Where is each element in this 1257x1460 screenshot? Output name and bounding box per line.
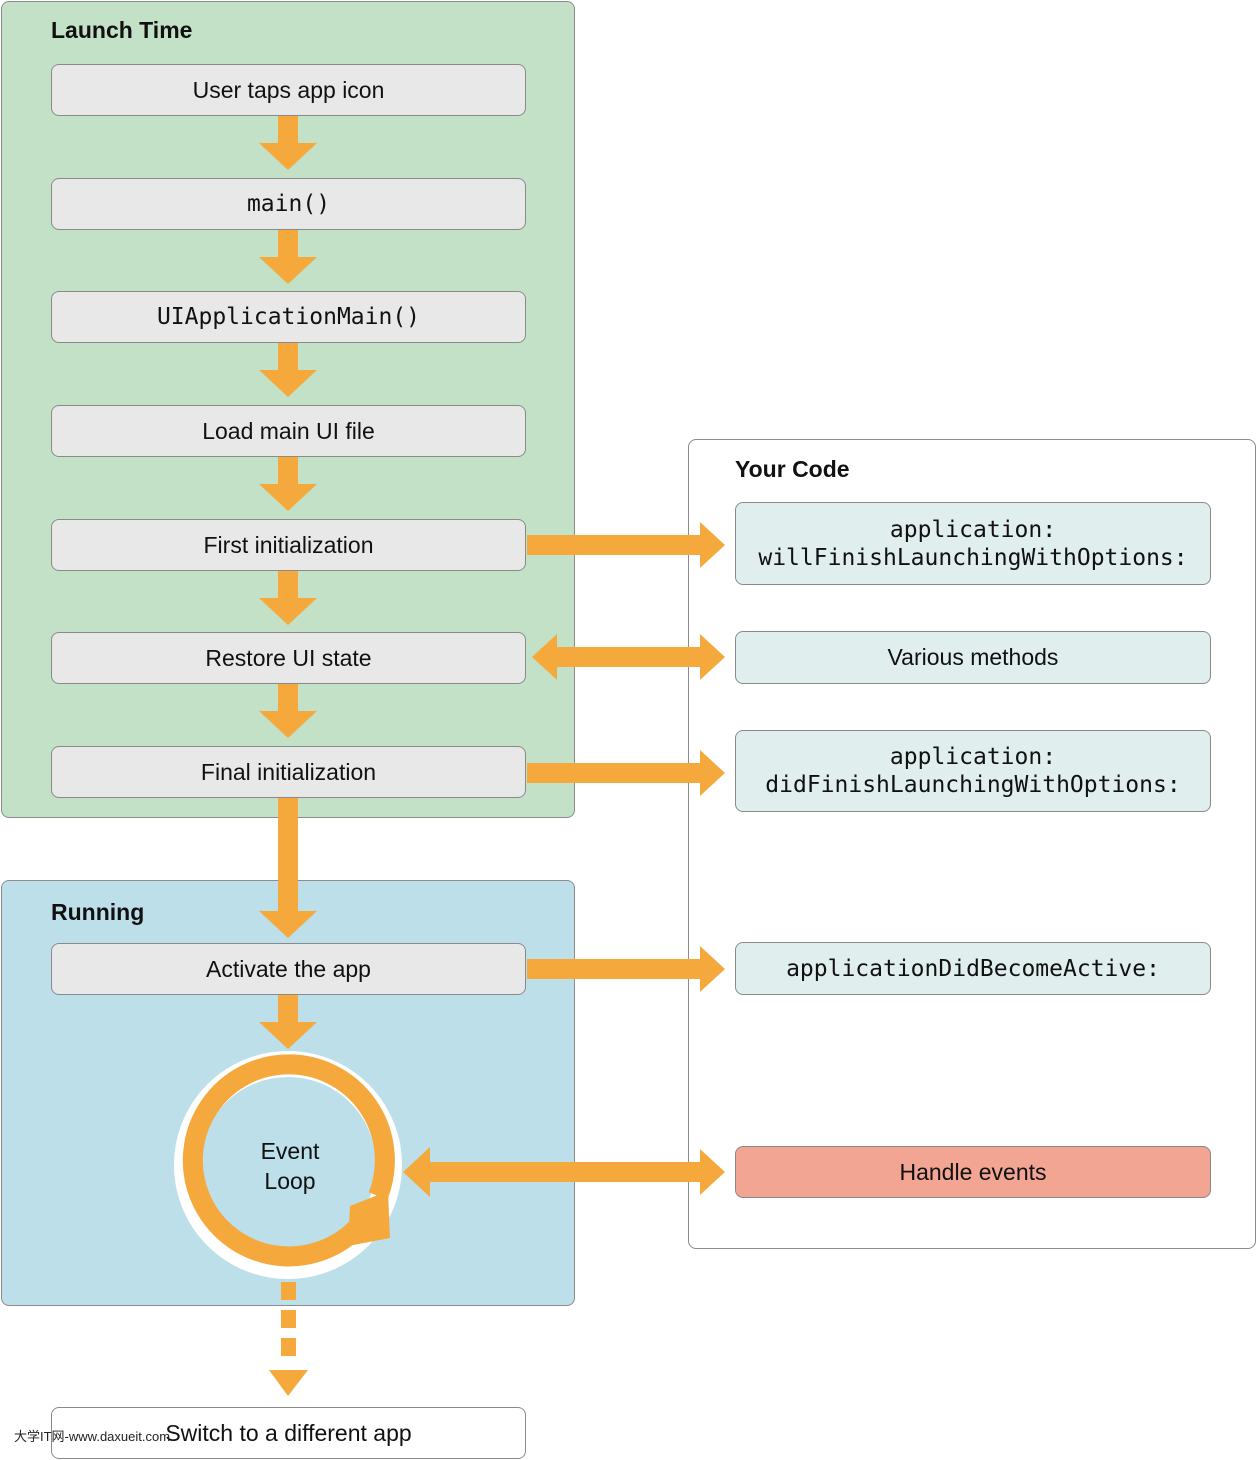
event-loop-label-line1: Event — [260, 1138, 320, 1164]
step-load-main-ui-file: Load main UI file — [51, 405, 526, 457]
step-switch-to-different-app: Switch to a different app — [51, 1407, 526, 1459]
down-arrow — [259, 995, 317, 1049]
launch-time-title: Launch Time — [51, 17, 193, 43]
various-methods-box: Various methods — [735, 631, 1211, 684]
did-finish-line2: didFinishLaunchingWithOptions: — [765, 772, 1181, 798]
dashed-segment — [281, 1310, 296, 1328]
step-restore-ui-state: Restore UI state — [51, 632, 526, 684]
double-arrow — [403, 1147, 725, 1197]
dashed-segment — [281, 1338, 296, 1356]
step-uiapplicationmain: UIApplicationMain() — [51, 291, 526, 343]
step-activate-the-app: Activate the app — [51, 943, 526, 995]
right-arrow — [527, 946, 725, 992]
event-loop-label: Event Loop — [230, 1136, 350, 1196]
down-arrow — [259, 684, 317, 738]
will-finish-launching-box: application: willFinishLaunchingWithOpti… — [735, 502, 1211, 585]
right-arrow — [527, 750, 725, 796]
your-code-title: Your Code — [735, 456, 850, 482]
step-main: main() — [51, 178, 526, 230]
will-finish-line2: willFinishLaunchingWithOptions: — [758, 544, 1188, 571]
down-arrow — [259, 457, 317, 511]
down-arrow — [259, 116, 317, 170]
down-arrow — [259, 230, 317, 284]
did-finish-launching-box: application: didFinishLaunchingWithOptio… — [735, 730, 1211, 812]
double-arrow — [532, 634, 725, 680]
event-loop-ring — [174, 1051, 402, 1279]
did-finish-line1: application: — [889, 744, 1057, 770]
exit-arrow-head — [269, 1370, 308, 1396]
down-arrow-long — [259, 798, 317, 938]
did-become-active-box: applicationDidBecomeActive: — [735, 942, 1211, 995]
right-arrow — [527, 522, 725, 568]
watermark: 大学IT网-www.daxueit.com — [14, 1429, 171, 1444]
dashed-segment — [281, 1282, 296, 1300]
handle-events-box: Handle events — [735, 1146, 1211, 1198]
running-title: Running — [51, 899, 145, 925]
event-loop-label-line2: Loop — [264, 1168, 316, 1194]
step-first-initialization: First initialization — [51, 519, 526, 571]
loop-arrow-head — [348, 1191, 390, 1246]
will-finish-line1: application: — [889, 516, 1057, 543]
down-arrow — [259, 343, 317, 397]
down-arrow — [259, 571, 317, 625]
step-user-taps-app-icon: User taps app icon — [51, 64, 526, 116]
step-final-initialization: Final initialization — [51, 746, 526, 798]
